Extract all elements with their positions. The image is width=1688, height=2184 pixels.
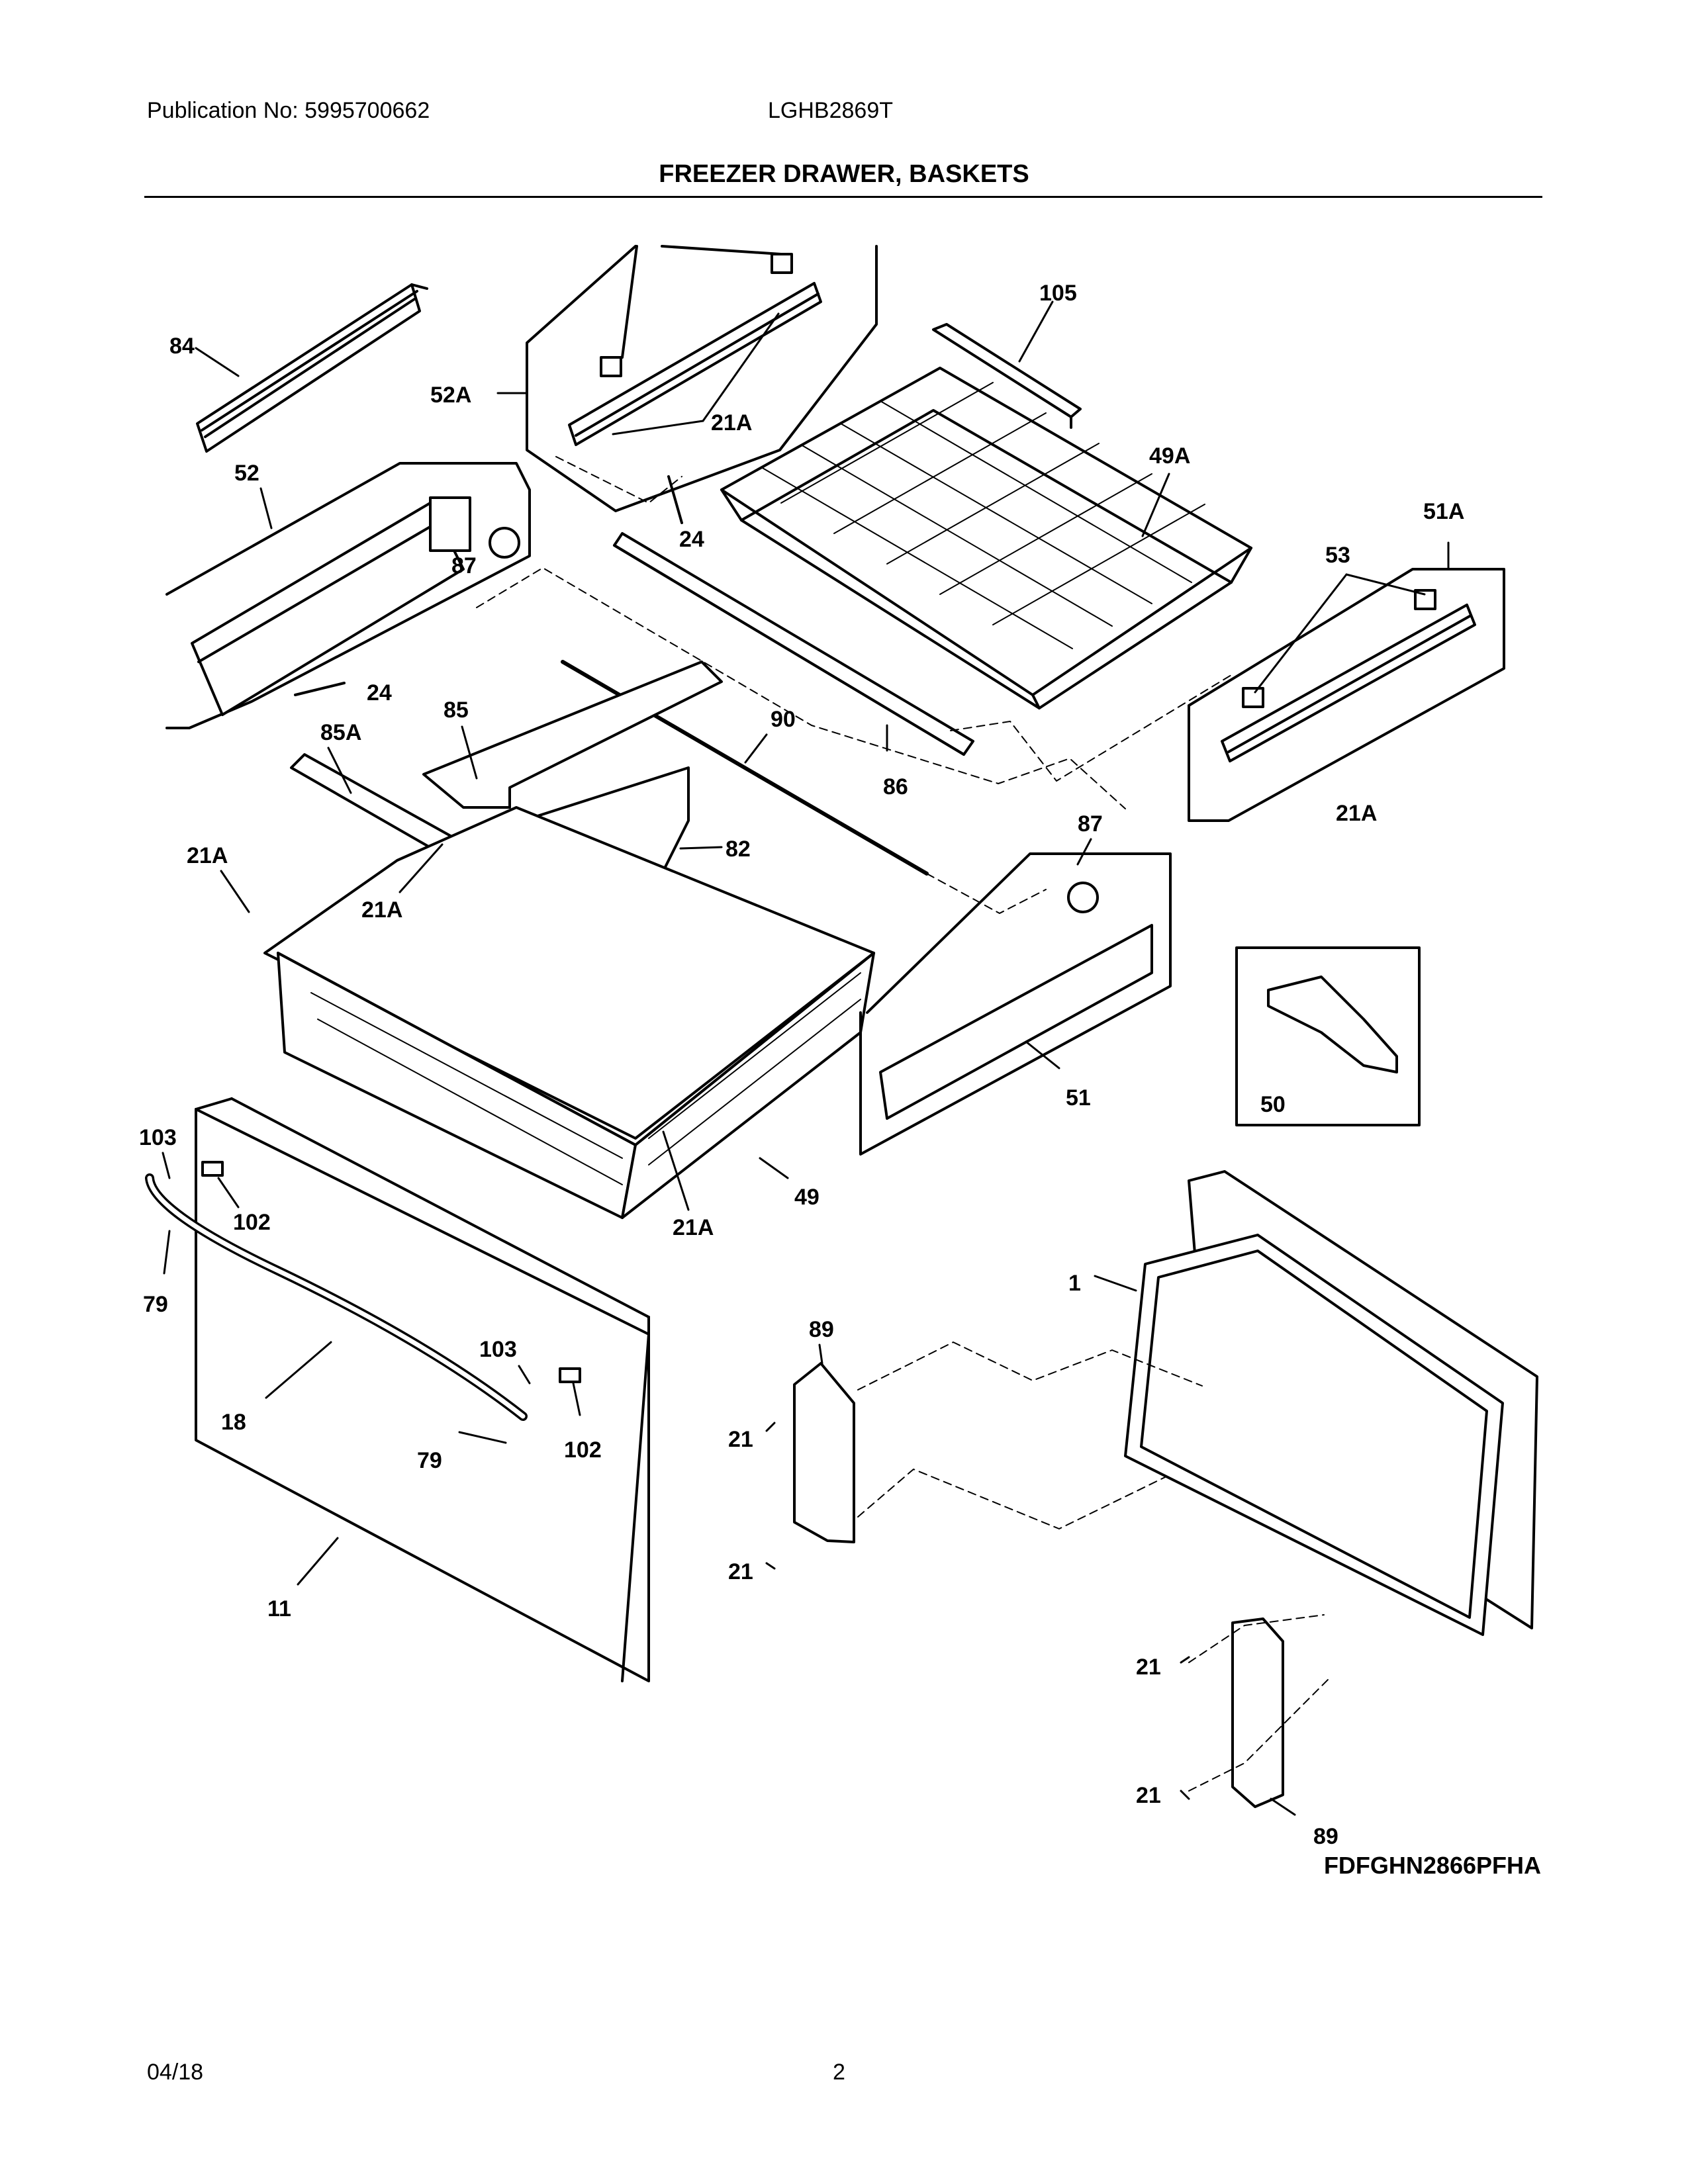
- callout-21: 21: [728, 1427, 753, 1452]
- part-49-drawer-bin: [263, 806, 875, 1219]
- part-89-bracket-upper: [793, 1362, 855, 1543]
- callout-53: 53: [1325, 543, 1350, 568]
- leader-lines: [162, 300, 1450, 1816]
- part-11-door-panel: [195, 1097, 650, 1682]
- callout-85: 85: [444, 698, 469, 723]
- callout-49: 49: [794, 1185, 820, 1210]
- callout-21a: 21A: [361, 897, 402, 923]
- part-51-rail-assembly: [859, 852, 1172, 1156]
- assembly-lines: [476, 456, 1329, 1792]
- callout-21a: 21A: [673, 1215, 714, 1240]
- part-84-rail: [196, 283, 428, 453]
- page-number: 2: [833, 2060, 845, 2085]
- part-24-screws: [294, 475, 683, 696]
- callout-21a: 21A: [711, 410, 752, 435]
- callout-21a: 21A: [1336, 801, 1377, 826]
- callout-24: 24: [679, 527, 704, 552]
- callout-21: 21: [728, 1559, 753, 1584]
- callout-52a: 52A: [430, 383, 471, 408]
- callout-82: 82: [726, 837, 751, 862]
- callout-103: 103: [479, 1337, 517, 1362]
- callout-87: 87: [1078, 811, 1103, 837]
- part-89-bracket-lower: [1231, 1617, 1284, 1808]
- callout-87: 87: [451, 553, 477, 578]
- part-1-door-gasket: [1124, 1170, 1538, 1636]
- part-85-handle: [422, 660, 723, 809]
- callout-11: 11: [267, 1596, 291, 1621]
- callout-84: 84: [169, 334, 195, 359]
- callout-103: 103: [139, 1125, 177, 1150]
- callout-89: 89: [1313, 1824, 1338, 1849]
- callout-52: 52: [234, 461, 259, 486]
- footer-date: 04/18: [147, 2060, 204, 2085]
- model-number: LGHB2869T: [768, 98, 893, 123]
- callout-85a: 85A: [320, 720, 361, 745]
- part-52a-slide-group: [526, 245, 878, 512]
- callout-1: 1: [1068, 1271, 1081, 1296]
- callout-102: 102: [564, 1437, 602, 1463]
- callout-79: 79: [143, 1292, 168, 1317]
- callout-51a: 51A: [1423, 499, 1464, 524]
- callout-21a: 21A: [187, 843, 228, 868]
- page-title: FREEZER DRAWER, BASKETS: [659, 160, 1029, 188]
- part-102-bracket-right: [559, 1367, 581, 1383]
- part-51a-slide-group: [1188, 568, 1505, 822]
- title-rule: [144, 196, 1542, 198]
- publication-number: Publication No: 5995700662: [147, 98, 430, 123]
- callout-89: 89: [809, 1317, 834, 1342]
- part-50-bracket: [1235, 946, 1421, 1126]
- part-105-rail: [932, 323, 1082, 429]
- callout-21: 21: [1136, 1783, 1161, 1808]
- callout-18: 18: [221, 1410, 246, 1435]
- part-102-bracket-left: [201, 1161, 224, 1177]
- callout-102: 102: [233, 1210, 271, 1235]
- callout-50: 50: [1260, 1092, 1286, 1117]
- callout-105: 105: [1039, 281, 1077, 306]
- callout-51: 51: [1066, 1085, 1091, 1111]
- callout-90: 90: [771, 707, 796, 732]
- part-52-rail-assembly: [165, 462, 531, 729]
- callout-49a: 49A: [1149, 443, 1190, 469]
- callout-86: 86: [883, 774, 908, 799]
- drawing-code: FDFGHN2866PFHA: [1323, 1852, 1541, 1879]
- callout-79: 79: [417, 1448, 442, 1473]
- callout-labels: 84 52A 21A 105 52 87 24 49A 51A 53 24 85…: [139, 281, 1464, 1849]
- part-18-door-handle: [145, 1173, 528, 1421]
- part-49a-wire-basket: [720, 367, 1252, 709]
- part-86-cross-bar: [613, 532, 974, 756]
- callout-21: 21: [1136, 1655, 1161, 1680]
- callout-24: 24: [367, 680, 392, 705]
